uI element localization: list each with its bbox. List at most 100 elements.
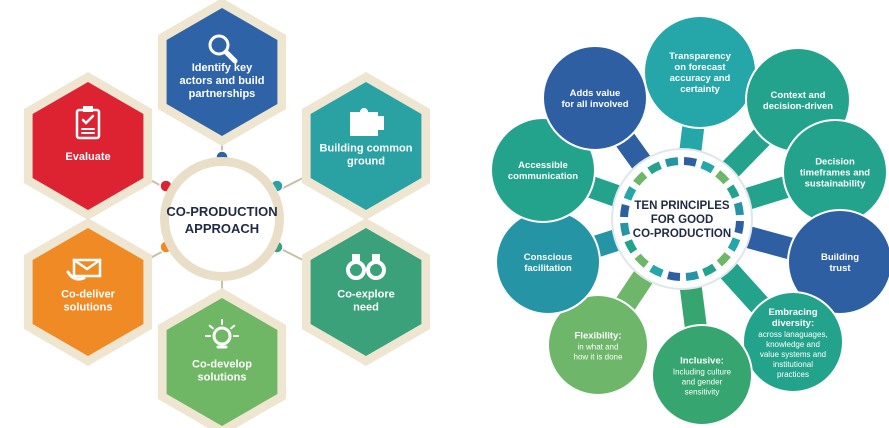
- step-label: Co-develop: [192, 359, 252, 371]
- step-label: Identify key: [192, 62, 253, 74]
- principle-detail: how it is done: [574, 353, 623, 362]
- step-label: Co-deliver: [61, 289, 116, 301]
- principle-title: accuracy and: [670, 73, 731, 84]
- principle-title: trust: [829, 263, 851, 274]
- principle-detail: practices: [777, 370, 809, 379]
- center-disc: [169, 166, 275, 272]
- principle-detail: across lanaguages,: [758, 330, 827, 339]
- center-ring-segment: [700, 160, 715, 174]
- principle-title: timeframes and: [800, 168, 870, 179]
- center-ring-segment: [664, 157, 679, 168]
- hexagon-fill: [310, 82, 422, 210]
- bubble-disc: [547, 294, 649, 396]
- center-ring-segment: [620, 222, 631, 237]
- bubble-disc: [542, 45, 648, 151]
- principle-title: Decision: [815, 157, 855, 168]
- approach-step-hexagon: Evaluate: [23, 72, 153, 220]
- center-ring-segment: [634, 253, 649, 268]
- principle-title: facilitation: [524, 263, 572, 274]
- principle-detail: value systems and: [760, 350, 826, 359]
- lightbulb-icon: [205, 319, 239, 349]
- hexagon-fill: [310, 228, 422, 356]
- principle-detail: sensitivity: [685, 388, 720, 397]
- hexagon-fill: [32, 228, 144, 356]
- bubble-disc: [787, 209, 889, 315]
- step-label: solutions: [198, 372, 247, 384]
- center-ring-segment: [685, 270, 700, 281]
- principle-title: for all involved: [561, 99, 628, 110]
- principle-detail: institutional: [773, 360, 813, 369]
- center-ring-segment: [620, 204, 630, 218]
- principle-title: certainty: [680, 84, 720, 95]
- center-ring-segment: [623, 186, 637, 201]
- principle-title: decision-driven: [763, 101, 833, 112]
- center-ring-segment: [716, 252, 731, 267]
- principle-title: Transparency: [669, 51, 731, 62]
- handshake-envelope-icon: [66, 258, 102, 281]
- principles-center: TEN PRINCIPLES FOR GOOD CO-PRODUCTION: [611, 148, 753, 290]
- step-label: Evaluate: [65, 151, 110, 163]
- principle-detail: in what and: [578, 343, 619, 352]
- hexagon-fill: [166, 298, 278, 426]
- center-ring-segment: [633, 171, 648, 186]
- principle-title: Context and: [771, 90, 826, 101]
- step-label: Building common: [320, 143, 413, 155]
- bubble-disc: [651, 324, 753, 426]
- approach-center: CO-PRODUCTION APPROACH: [160, 157, 284, 281]
- principle-title: Accessible: [518, 160, 568, 171]
- center-ring-segment: [649, 264, 664, 278]
- center-ring-segment: [733, 201, 744, 216]
- binoculars-icon: [346, 254, 386, 280]
- principle-title: communication: [508, 171, 578, 182]
- hexagon-fill: [32, 82, 144, 210]
- magnifier-icon: [208, 34, 238, 64]
- principle-detail: and gender: [682, 378, 723, 387]
- principle-title: Embracing: [768, 307, 817, 318]
- principle-title: on forecast: [674, 62, 726, 73]
- center-title-line1: TEN PRINCIPLES: [634, 200, 730, 212]
- principle-title: Inclusive:: [680, 356, 724, 367]
- center-ring-segment: [715, 170, 730, 185]
- principle-detail: knowledge and: [766, 340, 820, 349]
- step-label: solutions: [64, 302, 113, 314]
- bubble-disc: [742, 291, 844, 393]
- center-ring-segment: [702, 263, 717, 277]
- hexagon-fill: [166, 8, 278, 136]
- principle-title: sustainability: [805, 179, 866, 190]
- principle-detail: Including culture: [673, 368, 732, 377]
- step-label: need: [353, 302, 379, 314]
- step-label: partnerships: [189, 88, 256, 100]
- principle-title: diversity:: [772, 318, 814, 329]
- center-ring-segment: [667, 271, 681, 281]
- center-title-line2: APPROACH: [185, 221, 259, 236]
- principle-title: Conscious: [524, 252, 573, 263]
- center-title-line2: FOR GOOD: [651, 214, 714, 226]
- clipboard-icon: [75, 106, 101, 140]
- center-title-line3: CO-PRODUCTION: [633, 228, 731, 240]
- step-label: Co-explore: [337, 289, 394, 301]
- center-ring-segment: [726, 184, 740, 199]
- center-ring-segment: [624, 239, 638, 254]
- principle-title: Flexibility:: [575, 331, 622, 342]
- step-label: actors and build: [180, 75, 265, 87]
- center-ring-segment: [734, 220, 744, 234]
- center-ring-segment: [683, 157, 697, 167]
- center-title-line1: CO-PRODUCTION: [166, 204, 277, 219]
- center-ring-segment: [727, 237, 741, 252]
